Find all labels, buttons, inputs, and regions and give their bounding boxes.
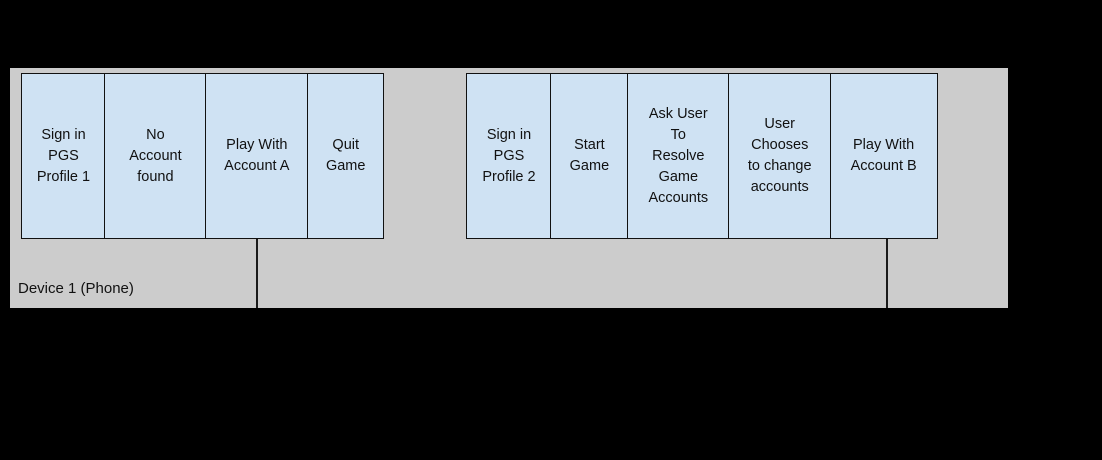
step-box-sign-in-pgs-profile-1[interactable]: Sign in PGS Profile 1 xyxy=(21,73,106,239)
step-box-sign-in-pgs-profile-2[interactable]: Sign in PGS Profile 2 xyxy=(466,73,552,239)
step-box-quit-game[interactable]: Quit Game xyxy=(307,73,385,239)
step-box-start-game[interactable]: Start Game xyxy=(550,73,629,239)
step-box-label: Play With Account B xyxy=(850,137,917,174)
step-box-play-with-account-a[interactable]: Play With Account A xyxy=(204,73,309,239)
step-box-label: Ask User To Resolve Game Accounts xyxy=(648,105,709,206)
lane-divider-left xyxy=(256,238,258,308)
flow-profile-2-row: Sign in PGS Profile 2 Start Game Ask Use… xyxy=(466,73,938,239)
flow-profile-1-row: Sign in PGS Profile 1 No Account found P… xyxy=(21,73,385,239)
step-box-ask-user-to-resolve-game-accounts[interactable]: Ask User To Resolve Game Accounts xyxy=(626,73,730,239)
step-box-user-chooses-to-change-accounts[interactable]: User Chooses to change accounts xyxy=(728,73,832,239)
step-box-no-account-found[interactable]: No Account found xyxy=(104,73,207,239)
step-box-label: Sign in PGS Profile 1 xyxy=(36,126,91,185)
step-box-label: Sign in PGS Profile 2 xyxy=(482,126,536,185)
step-box-label: Start Game xyxy=(569,137,610,174)
step-box-label: User Chooses to change accounts xyxy=(747,116,812,195)
step-box-label: No Account found xyxy=(129,126,182,185)
step-box-label: Play With Account A xyxy=(224,137,290,174)
step-box-label: Quit Game xyxy=(325,137,366,174)
lane-divider-right xyxy=(886,238,888,308)
device-lane-label: Device 1 (Phone) xyxy=(18,280,134,297)
device-swimlane: Device 1 (Phone) Sign in PGS Profile 1 N… xyxy=(10,68,1008,308)
step-box-play-with-account-b[interactable]: Play With Account B xyxy=(829,73,938,239)
